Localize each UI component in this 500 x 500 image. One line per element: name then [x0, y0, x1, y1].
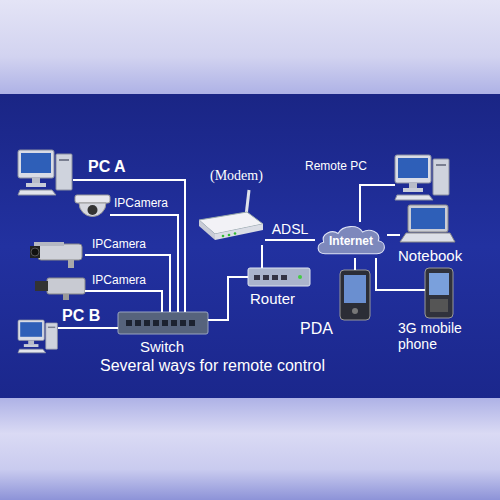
network-cable — [110, 215, 178, 312]
switch-icon — [118, 312, 208, 334]
device-label: IPCamera — [92, 238, 146, 252]
device-label: IPCamera — [92, 274, 146, 288]
device-label: IPCamera — [114, 197, 168, 211]
network-cable — [73, 180, 185, 312]
device-label: Remote PC — [305, 160, 367, 174]
router-node: Router — [248, 268, 310, 286]
network-cable — [265, 239, 315, 241]
device-label: (Modem) — [210, 168, 263, 184]
camera-icon — [30, 242, 82, 268]
camera-node: IPCamera — [75, 195, 110, 225]
pda-node: PDA — [340, 270, 370, 320]
pc-icon — [395, 155, 449, 200]
camera-icon — [35, 278, 85, 300]
device-label: 3G mobile phone — [398, 320, 478, 352]
pc-node: Remote PC — [395, 155, 450, 200]
network-cable — [360, 185, 395, 222]
caption: Several ways for remote control — [100, 357, 325, 375]
pc-icon — [18, 320, 57, 353]
notebook-icon — [400, 205, 455, 242]
phone-node: 3G mobile phone — [425, 268, 453, 318]
network-cable — [354, 258, 356, 270]
link-label: ADSL — [272, 221, 309, 237]
device-label: PC B — [62, 307, 100, 325]
pc-icon — [18, 150, 72, 195]
camera-icon — [75, 195, 110, 217]
cloud-label: Internet — [329, 235, 373, 249]
bottom-band — [0, 398, 500, 500]
network-cable — [85, 255, 170, 312]
router-icon — [248, 268, 310, 286]
notebook-node: Notebook — [400, 205, 455, 243]
network-cable — [261, 245, 263, 268]
network-cable — [387, 234, 400, 236]
modem-icon — [199, 190, 263, 240]
switch-node: Switch — [118, 312, 208, 334]
device-label: Switch — [140, 338, 184, 355]
pc-node: PC B — [18, 318, 58, 358]
pc-node: PC A — [18, 150, 73, 195]
top-band — [0, 0, 500, 94]
device-label: Router — [250, 290, 295, 307]
cloud-node: Internet — [315, 222, 387, 258]
pda-icon — [340, 270, 370, 320]
phone-icon — [425, 268, 453, 318]
device-label: Notebook — [398, 247, 462, 264]
modem-node: (Modem) — [195, 190, 265, 245]
camera-node: IPCamera — [35, 276, 85, 300]
device-label: PDA — [300, 320, 333, 338]
device-label: PC A — [88, 158, 126, 176]
network-cable — [208, 277, 248, 320]
network-cable — [58, 327, 118, 329]
camera-node: IPCamera — [30, 240, 85, 268]
blue-panel — [0, 94, 500, 398]
